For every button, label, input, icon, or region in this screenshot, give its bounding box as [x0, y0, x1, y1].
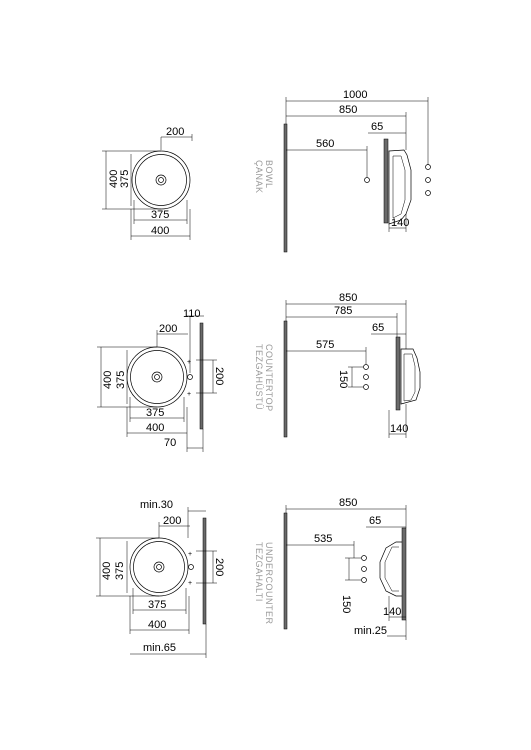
- dim-bowl-375-vertical: 375: [119, 170, 131, 188]
- dim-bowl-65: 65: [371, 121, 383, 133]
- dim-bowl-1000: 1000: [343, 89, 367, 101]
- supply-point-1: [425, 164, 431, 170]
- dim-uc-min65: min.65: [143, 642, 176, 654]
- basin-profile: [379, 541, 402, 597]
- dim-ct-200-vertical: 200: [213, 367, 225, 385]
- countertop-plan-view: + + 110 200 400 375 200: [97, 308, 225, 452]
- dim-ct-150: 150: [337, 370, 349, 388]
- dim-uc-200-vertical: 200: [213, 558, 225, 576]
- dim-uc-400-vertical: 400: [101, 562, 113, 580]
- bowl-side-view: ÇANAK BOWL 1000 850 65 560: [254, 89, 431, 253]
- basin-inner-rim: [135, 154, 187, 206]
- dim-ct-400-horizontal: 400: [146, 422, 164, 434]
- dim-ct-200: 200: [159, 323, 177, 335]
- fixing-mark-1: +: [188, 551, 192, 558]
- tap-point: [188, 564, 194, 570]
- wall-plan: [199, 322, 204, 430]
- dim-uc-150: 150: [340, 595, 352, 613]
- label-tezgahalti: TEZGAHALTI: [254, 542, 264, 602]
- tap-point: [187, 374, 193, 380]
- drain-outer: [153, 561, 165, 573]
- dim-uc-375-vertical: 375: [114, 562, 126, 580]
- dim-uc-400-horizontal: 400: [148, 619, 166, 631]
- supply-point-2: [361, 566, 367, 572]
- dim-bowl-140: 140: [391, 217, 409, 229]
- label-canak: ÇANAK: [254, 160, 264, 194]
- section-undercounter: + + min.30 200 400 375 200: [96, 497, 407, 658]
- countertop-slab: [383, 138, 389, 224]
- dim-ct-110: 110: [183, 308, 201, 320]
- drain-inner: [154, 374, 160, 380]
- label-undercounter: UNDERCOUNTER: [264, 542, 274, 625]
- basin-outer-rim: [131, 150, 191, 210]
- section-countertop: + + 110 200 400 375 200: [97, 292, 421, 452]
- basin-inner-rim: [133, 541, 185, 593]
- dim-bowl-850: 850: [339, 104, 357, 116]
- dim-bowl-400-vertical: 400: [108, 170, 120, 188]
- supply-point-2: [363, 374, 369, 380]
- dim-uc-850: 850: [339, 497, 357, 509]
- drain-outer: [155, 174, 167, 186]
- basin-inner-profile: [384, 546, 399, 592]
- dim-ct-400-vertical: 400: [102, 371, 114, 389]
- drain-inner: [156, 564, 162, 570]
- wall: [283, 320, 288, 438]
- dim-ct-785: 785: [334, 305, 352, 317]
- fixing-mark-2: +: [188, 580, 192, 587]
- supply-point-3: [361, 577, 367, 583]
- supply-point-3: [363, 384, 369, 390]
- bowl-plan-view: 200 400 375 375 400: [102, 126, 193, 240]
- basin-inner-profile: [403, 353, 416, 402]
- supply-point-1: [363, 364, 369, 370]
- basin-inner-rim: [130, 350, 184, 404]
- drain-inner: [158, 177, 164, 183]
- basin-profile: [388, 149, 412, 225]
- dim-ct-70: 70: [164, 437, 176, 449]
- dim-uc-min25: min.25: [354, 625, 387, 637]
- dim-uc-140: 140: [383, 606, 401, 618]
- dim-uc-375-horizontal: 375: [148, 599, 166, 611]
- label-tezgahustu: TEZGAHÜSTÜ: [254, 344, 264, 410]
- fixing-mark-1: +: [187, 359, 191, 366]
- drain-outer: [151, 371, 163, 383]
- supply-point-2: [425, 177, 431, 183]
- countertop-slab: [395, 336, 401, 411]
- wall-plan: [202, 517, 207, 625]
- undercounter-plan-view: + + min.30 200 400 375 200: [96, 499, 225, 658]
- countertop-slab: [401, 527, 407, 621]
- supply-point-3: [425, 190, 431, 196]
- dim-uc-200: 200: [163, 515, 181, 527]
- dim-ct-375-horizontal: 375: [146, 407, 164, 419]
- supply-point-1: [361, 555, 367, 561]
- label-countertop: COUNTERTOP: [264, 344, 274, 412]
- undercounter-side-view: TEZGAHALTI UNDERCOUNTER 850 65 535 15: [254, 497, 407, 640]
- basin-profile: [400, 348, 421, 405]
- dim-ct-850: 850: [339, 292, 357, 304]
- basin-outer-rim: [126, 346, 188, 408]
- waste-point: [364, 177, 370, 183]
- label-bowl: BOWL: [264, 160, 274, 189]
- basin-inner-profile: [392, 155, 406, 219]
- dim-ct-65: 65: [372, 322, 384, 334]
- wall: [283, 123, 288, 253]
- basin-outer-rim: [129, 537, 189, 597]
- dim-ct-375-vertical: 375: [115, 371, 127, 389]
- fixing-mark-2: +: [187, 391, 191, 398]
- dim-bowl-400-horizontal: 400: [151, 225, 169, 237]
- dim-uc-535: 535: [314, 533, 332, 545]
- dim-ct-140: 140: [390, 423, 408, 435]
- dim-uc-65: 65: [369, 515, 381, 527]
- dim-uc-min30: min.30: [140, 499, 173, 511]
- section-bowl: 200 400 375 375 400 ÇANAK BOWL: [102, 89, 431, 253]
- countertop-side-view: TEZGAHÜSTÜ COUNTERTOP 850 785 65 575: [254, 292, 421, 438]
- dim-ct-575: 575: [316, 339, 334, 351]
- wall: [283, 512, 288, 630]
- dim-bowl-375-horizontal: 375: [151, 209, 169, 221]
- dim-bowl-560: 560: [316, 138, 334, 150]
- dim-bowl-200: 200: [166, 126, 184, 138]
